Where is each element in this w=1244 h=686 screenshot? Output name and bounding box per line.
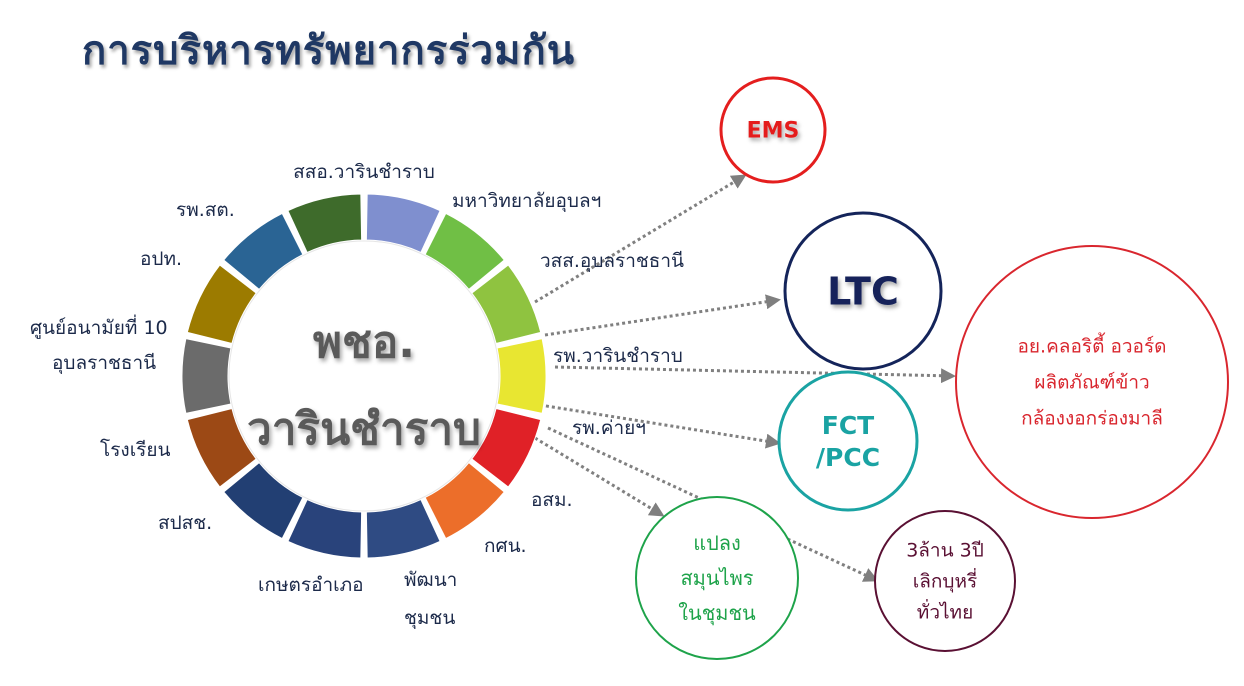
- ring-label-hpc10-line1: ศูนย์อนามัยที่ 10: [30, 314, 168, 339]
- partner-quit-text-2: เลิกบุหรี่: [913, 568, 977, 594]
- partner-clorissy: อย.คลอริตี้ อวอร์ดผลิตภัณฑ์ข้าวกล้องงอกร…: [955, 245, 1229, 519]
- ring-label-sskao: สสอ.วารินชำราบ: [293, 161, 435, 183]
- ring-segment-hospital: [496, 338, 547, 414]
- ring-segment-camp: [471, 407, 542, 488]
- center-label: พชอ. วารินชำราบ: [247, 317, 481, 455]
- partner-herb-text-2: สมุนไพร: [680, 566, 753, 591]
- ring-label-agri: เกษตรอำเภอ: [258, 574, 364, 596]
- ring-segment-kor-sor-nor: [365, 498, 441, 559]
- partner-clorissy-text-3: กล้องงอกร่องมาลี: [1021, 408, 1163, 430]
- partner-ltc-circle: [783, 211, 943, 371]
- partner-quit: 3ล้าน 3ปีเลิกบุหรี่ทั่วไทย: [874, 510, 1016, 652]
- ring-segment-health-center: [287, 193, 363, 254]
- page-title: การบริหารทรัพยากรร่วมกัน: [82, 28, 576, 74]
- partner-ems-text-1: EMS: [747, 119, 800, 144]
- partner-ems-circle: [719, 76, 827, 184]
- ring-label-hpc10-line2: อุบลราชธานี: [52, 352, 156, 375]
- agency-ring: [181, 193, 547, 559]
- ring-segment-school: [181, 338, 232, 414]
- ring-label-camp: รพ.ค่ายฯ: [572, 417, 646, 439]
- ring-label-community-line1: พัฒนา: [404, 569, 457, 591]
- partner-quit-text-1: 3ล้าน 3ปี: [906, 540, 984, 562]
- ring-center-disc: [228, 240, 500, 512]
- ring-segment-uni: [424, 212, 505, 291]
- ring-label-kor-sor-nor: กศน.: [484, 535, 527, 557]
- agency-labels: สสอ.วารินชำราบมหาวิทยาลัยอุบลฯวสส.อุบลรา…: [30, 161, 684, 630]
- ring-label-school: โรงเรียน: [100, 438, 171, 461]
- ring-segment-local-gov: [223, 212, 304, 291]
- center-label-line1: พชอ.: [313, 317, 415, 368]
- partner-ltc-text-1: LTC: [827, 269, 899, 313]
- partner-fct-text-1: FCT: [822, 411, 874, 440]
- partner-fct-circle: [777, 370, 919, 512]
- connector-arrow-herb: [534, 436, 665, 517]
- connector-arrow-clorissy: [554, 365, 956, 384]
- partner-herb-text-1: แปลง: [693, 531, 741, 555]
- ring-segment-osm: [424, 461, 505, 540]
- ring-label-community-line2: ชุมชน: [404, 607, 455, 630]
- partner-fct-text-2: /PCC: [816, 443, 880, 472]
- ring-label-uni: มหาวิทยาลัยอุบลฯ: [452, 190, 601, 213]
- ring-segment-community: [287, 498, 363, 559]
- partner-ems: EMS: [719, 76, 827, 184]
- partner-quit-text-3: ทั่วไทย: [917, 599, 973, 624]
- ring-label-local-gov: อปท.: [140, 248, 182, 270]
- ring-segment-sskao: [365, 193, 441, 254]
- partner-herb-circle: [635, 496, 799, 660]
- partner-clorissy-text-1: อย.คลอริตี้ อวอร์ด: [1018, 333, 1167, 358]
- partner-clorissy-circle: [955, 245, 1229, 519]
- ring-label-hospital: รพ.วารินชำราบ: [553, 345, 683, 367]
- partner-circles: EMS LTC อย.คลอริตี้ อวอร์ดผลิตภัณฑ์ข้าวกล้…: [635, 76, 1229, 660]
- connector-arrow-ems: [534, 174, 747, 304]
- partner-quit-circle: [874, 510, 1016, 652]
- ring-label-osm: อสม.: [531, 489, 573, 511]
- partner-clorissy-text-2: ผลิตภัณฑ์ข้าว: [1034, 372, 1149, 394]
- partner-ltc: LTC: [783, 211, 943, 371]
- ring-segment-agri: [223, 461, 304, 540]
- ring-segment-vss: [471, 264, 542, 345]
- ring-label-vss: วสส.อุบลราชธานี: [540, 250, 684, 273]
- center-label-line2: วารินชำราบ: [247, 404, 481, 455]
- connector-arrow-ltc: [544, 294, 781, 337]
- partner-fct: FCT/PCC: [777, 370, 919, 512]
- connector-arrow-fct: [539, 403, 781, 449]
- partner-herb-text-3: ในชุมชน: [678, 601, 756, 626]
- ring-segment-nhso: [186, 407, 257, 488]
- ring-segment-hpc10: [186, 264, 257, 345]
- ring-label-nhso: สปสช.: [158, 512, 212, 534]
- ring-label-health-center: รพ.สต.: [176, 199, 235, 221]
